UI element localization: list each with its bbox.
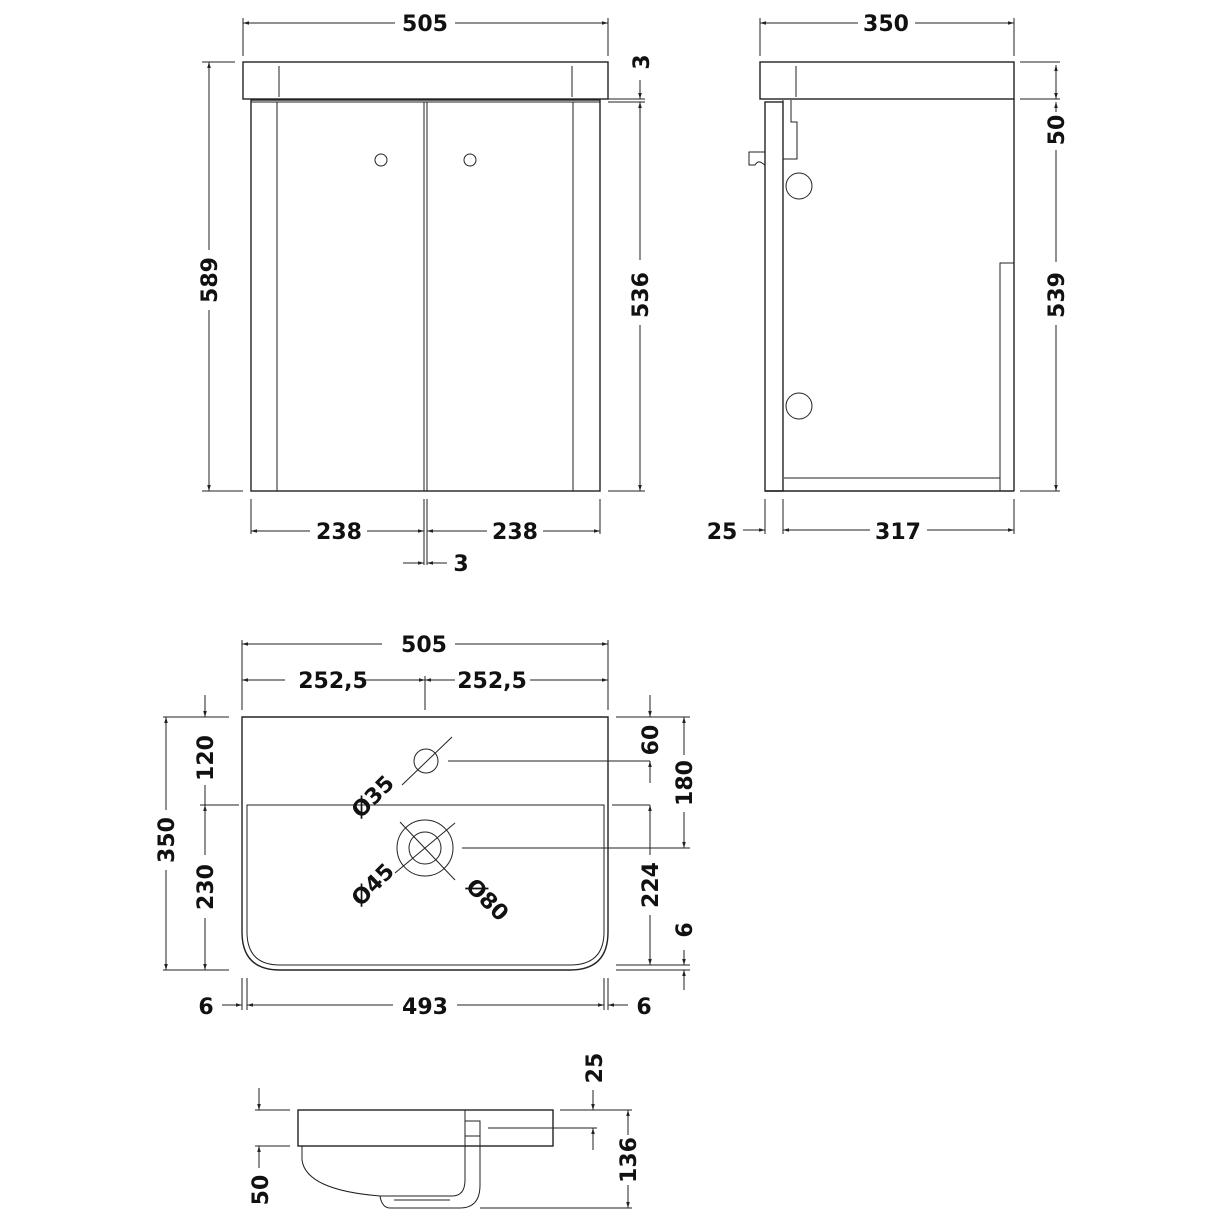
dim-rear-to-tap: 60 [639,725,664,756]
dim-top-gap: 3 [630,54,655,69]
dim-left-rim: 6 [198,995,213,1020]
dim-bowl-to-front: 224 [639,862,664,908]
dim-right-rim: 6 [636,995,651,1020]
dim-body-depth: 317 [875,520,921,545]
dim-tap-hole-dia: Ø35 [347,771,400,824]
dim-overflow-offset: 25 [583,1053,608,1084]
dim-rear-to-waste: 180 [673,760,698,806]
dim-waste-inner-dia: Ø45 [347,859,400,912]
waste-inner-icon [408,831,442,865]
door-knob-icon [463,153,477,167]
dim-door-gap: 3 [453,552,468,577]
dim-total-height: 136 [617,1137,642,1183]
dim-left-door: 238 [316,520,362,545]
basin-side-view: 50 25 136 [249,1053,642,1209]
dim-bowl-depth: 230 [194,864,219,910]
front-view: 505 589 3 536 238 238 3 [198,12,655,577]
dim-rear-to-bowl: 120 [194,735,219,781]
dim-basin-depth: 350 [155,817,180,863]
dim-half-left: 252,5 [298,669,368,694]
dim-front-width: 505 [402,12,448,37]
basin-plan-view: 505 252,5 252,5 350 120 230 60 180 [155,633,698,1020]
dim-side-depth: 350 [863,12,909,37]
pipe-hole-icon [785,392,813,420]
dim-right-door: 238 [492,520,538,545]
dim-front-lip: 6 [673,922,698,937]
dim-door-height: 536 [629,272,654,318]
door-knob-icon [374,153,388,167]
waste-outer-icon [396,819,454,877]
dim-bowl-width: 493 [402,995,448,1020]
pipe-hole-icon [785,172,813,200]
dim-front-height: 589 [198,257,223,303]
dim-top-thickness: 50 [1045,115,1070,146]
tap-hole-icon [413,748,439,774]
dim-half-right: 252,5 [457,669,527,694]
dim-basin-width: 505 [401,633,447,658]
dim-waste-outer-dia: Ø80 [460,874,513,927]
side-view: 350 50 539 25 317 [707,12,1070,545]
dim-body-height: 539 [1045,272,1070,318]
dim-door-thickness: 25 [707,520,738,545]
dim-rim-height: 50 [249,1175,274,1206]
